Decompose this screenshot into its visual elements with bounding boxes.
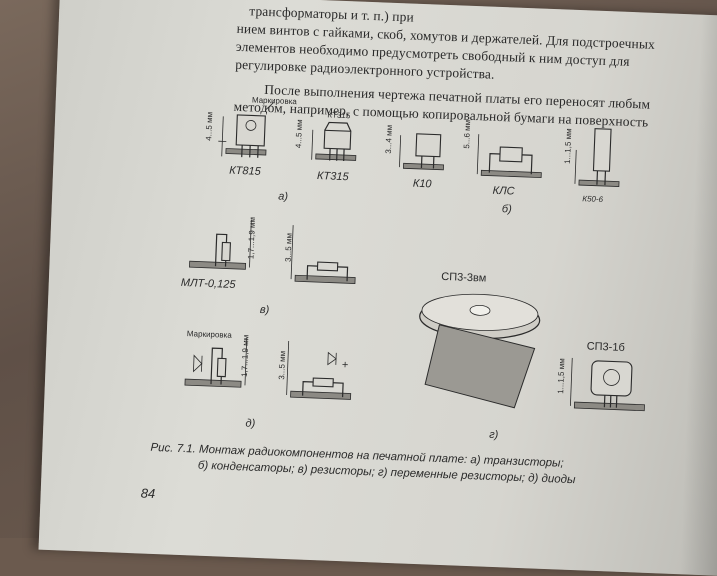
panel-v-dim2: 3...5 мм: [284, 233, 294, 262]
book-page: трансформаторы и т. п.) при нием винтов …: [39, 0, 717, 576]
panel-v-resistors: [189, 217, 357, 283]
panel-b-kls: [477, 134, 543, 177]
panel-b-part2: КЛС: [492, 185, 514, 198]
panel-g-dim1: 1...1,5 мм: [556, 358, 566, 394]
panel-a-part1: КТ815: [229, 165, 261, 178]
panel-d-dim2: 3...5 мм: [277, 351, 287, 380]
panel-d-marker-label: Маркировка: [187, 329, 232, 340]
panel-d-plus: +: [342, 359, 349, 371]
panel-g-letter: г): [489, 429, 499, 441]
panel-b-k50-6: [575, 128, 621, 187]
panel-a-dim1: 4...5 мм: [204, 112, 214, 141]
panel-b-dim3: 1...1,5 мм: [563, 128, 573, 164]
photo-scene: трансформаторы и т. п.) при нием винтов …: [0, 0, 717, 538]
panel-b-dim1: 3...4 мм: [384, 125, 394, 154]
panel-a-marker-label: Маркировка: [252, 95, 297, 106]
panel-d-diodes: [185, 335, 353, 399]
panel-a-part2-top: КТ315: [327, 110, 350, 120]
panel-a-part2: КТ315: [317, 170, 349, 183]
panel-d-letter: д): [245, 417, 255, 429]
panel-v-dim1: 1,7...1,9 мм: [246, 217, 257, 259]
panel-b-k10: [399, 133, 444, 170]
page-number: 84: [140, 485, 155, 501]
panel-g-part2: СП3-1б: [586, 340, 624, 353]
panel-v-part1: МЛТ-0,125: [181, 277, 236, 291]
panel-a-kt815: [218, 100, 274, 158]
panel-v-letter: в): [260, 304, 270, 316]
panel-a-kt315: [312, 122, 357, 162]
panel-d-dim1: 1,7...1,9 мм: [240, 335, 251, 377]
panel-b-letter: б): [502, 203, 512, 215]
panel-b-part3: К50-6: [582, 194, 603, 204]
panel-a-dim2: 4...5 мм: [294, 119, 304, 148]
panel-a-letter: а): [278, 191, 288, 203]
panel-g-part1: СП3-3вм: [441, 271, 486, 285]
panel-b-part1: К10: [413, 178, 432, 191]
panel-b-dim2: 5...6 мм: [462, 120, 472, 149]
